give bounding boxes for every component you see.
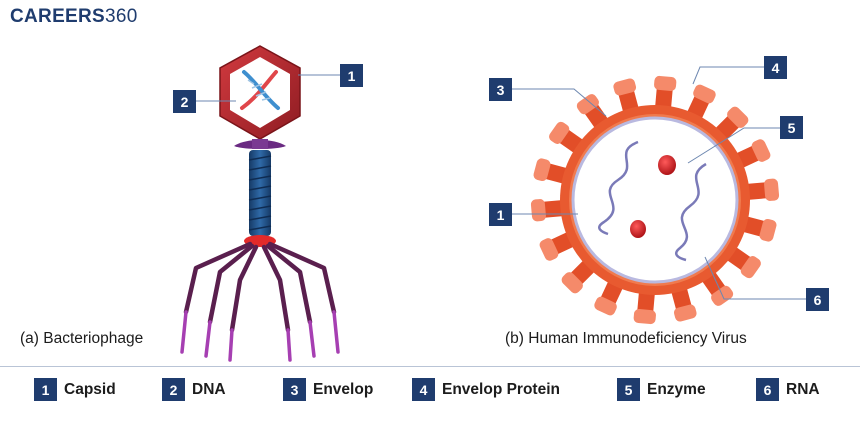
- legend-item-capsid: 1 Capsid: [34, 378, 116, 401]
- careers360-logo: CAREERS360: [10, 6, 138, 28]
- legend-label: Capsid: [64, 380, 116, 398]
- logo-number: 360: [105, 6, 138, 27]
- hiv-rna-leader: [704, 256, 806, 300]
- legend-label: Envelop: [313, 380, 374, 398]
- legend-divider: [0, 366, 860, 367]
- legend-badge: 2: [162, 378, 185, 401]
- callout-hiv-capsid: 1: [489, 203, 512, 226]
- logo-text: CAREERS: [10, 6, 106, 27]
- legend-badge: 3: [283, 378, 306, 401]
- callout-phage-dna: 2: [173, 90, 196, 113]
- hiv-rna-strand-1: [598, 140, 639, 236]
- callout-hiv-enzyme: 5: [780, 116, 803, 139]
- phage-dna-helix: [240, 70, 280, 110]
- legend-item-envelop: 3 Envelop: [283, 378, 373, 401]
- phage-tail-fibers: [183, 241, 337, 333]
- callout-hiv-rna: 6: [806, 288, 829, 311]
- legend-label: Envelop Protein: [442, 380, 560, 398]
- hiv-capsid: [571, 116, 739, 284]
- hiv-spike: [743, 178, 780, 201]
- legend-badge: 4: [412, 378, 435, 401]
- hiv-envelop-protein-leader: [692, 66, 764, 85]
- hiv-envelop-leader: [512, 88, 607, 117]
- hiv-enzyme-2: [630, 220, 646, 238]
- bacteriophage: [180, 45, 340, 362]
- legend-item-dna: 2 DNA: [162, 378, 226, 401]
- phage-neck: [252, 139, 268, 149]
- legend-item-rna: 6 RNA: [756, 378, 820, 401]
- hiv-rna-strand-2: [675, 162, 707, 262]
- callout-hiv-envelop: 3: [489, 78, 512, 101]
- callout-hiv-envelop-protein: 4: [764, 56, 787, 79]
- virus-illustrations: [180, 45, 806, 362]
- hiv-virus: [512, 66, 806, 325]
- legend-label: Enzyme: [647, 380, 706, 398]
- phage-fiber-tips: [180, 310, 340, 362]
- hiv-enzyme-leader: [687, 127, 780, 164]
- hiv-enzyme-1: [658, 155, 676, 175]
- legend-badge: 6: [756, 378, 779, 401]
- legend-badge: 1: [34, 378, 57, 401]
- hiv-spike: [633, 288, 656, 325]
- caption-bacteriophage: (a) Bacteriophage: [20, 330, 144, 347]
- legend-item-envelop-protein: 4 Envelop Protein: [412, 378, 560, 401]
- legend-label: DNA: [192, 380, 226, 398]
- caption-hiv: (b) Human Immunodeficiency Virus: [505, 330, 747, 347]
- legend: 1 Capsid 2 DNA 3 Envelop 4 Envelop Prote…: [0, 378, 860, 406]
- legend-label: RNA: [786, 380, 820, 398]
- hiv-spike: [654, 75, 677, 112]
- phage-tail-sheath: [248, 150, 272, 236]
- legend-item-enzyme: 5 Enzyme: [617, 378, 706, 401]
- legend-badge: 5: [617, 378, 640, 401]
- callout-phage-capsid: 1: [340, 64, 363, 87]
